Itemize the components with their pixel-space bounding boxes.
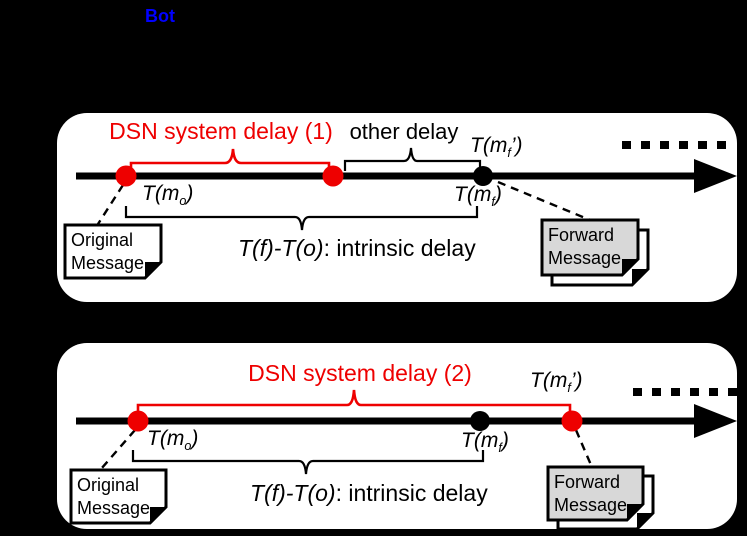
dsn-delay-title-2: DSN system delay (2)	[248, 360, 472, 386]
dashed-connector-forward	[497, 180, 591, 222]
ellipsis-dots	[622, 141, 726, 149]
bot-label: Bot	[145, 6, 175, 26]
timeline-graphic-2	[69, 388, 737, 529]
ellipsis-dots	[633, 388, 737, 396]
original-note-shape	[69, 468, 168, 525]
forward-note-shape	[540, 218, 650, 287]
timeline-panel-1: DSN system delay (1) other delay T(mf’) …	[57, 113, 737, 302]
event-dot-dsn-delivery	[561, 410, 583, 432]
intrinsic-delay-brace	[131, 450, 485, 475]
dsn-delay-bracket	[136, 389, 572, 412]
timeline-graphic-1	[63, 141, 737, 287]
original-note-shape	[63, 223, 163, 280]
event-dot-origin	[127, 410, 149, 432]
t-mf-label: T(mf)	[454, 183, 502, 210]
event-dot-forward	[473, 166, 493, 186]
timeline-panel-2: DSN system delay (2) T(mf’) T(mo) T(mf) …	[57, 343, 737, 529]
forward-note-shape	[546, 465, 655, 529]
dsn-delay-bracket	[129, 148, 331, 174]
event-dot-origin	[115, 165, 137, 187]
event-dot-forward	[470, 411, 490, 431]
t-mf-prime-label: T(mf’)	[470, 134, 523, 161]
other-delay-bracket	[343, 147, 482, 171]
intrinsic-delay-label: T(f)-T(o): intrinsic delay	[250, 480, 488, 506]
dsn-delay-title-1: DSN system delay (1)	[109, 118, 333, 144]
event-dot-dsn-delivery	[322, 165, 344, 187]
dashed-connector-origin	[96, 184, 125, 225]
intrinsic-delay-brace	[124, 206, 479, 231]
other-delay-label: other delay	[349, 119, 459, 144]
axis-arrowhead-icon	[694, 159, 737, 193]
axis-arrowhead-icon	[694, 404, 737, 438]
t-mo-label: T(mo)	[147, 427, 199, 454]
intrinsic-delay-label: T(f)-T(o): intrinsic delay	[238, 235, 476, 261]
t-mo-label: T(mo)	[142, 182, 194, 209]
t-mf-prime-label: T(mf’)	[530, 369, 583, 396]
dashed-connector-forward	[574, 429, 593, 466]
t-mf-label: T(mf)	[461, 429, 509, 456]
dashed-connector-origin	[100, 429, 136, 470]
